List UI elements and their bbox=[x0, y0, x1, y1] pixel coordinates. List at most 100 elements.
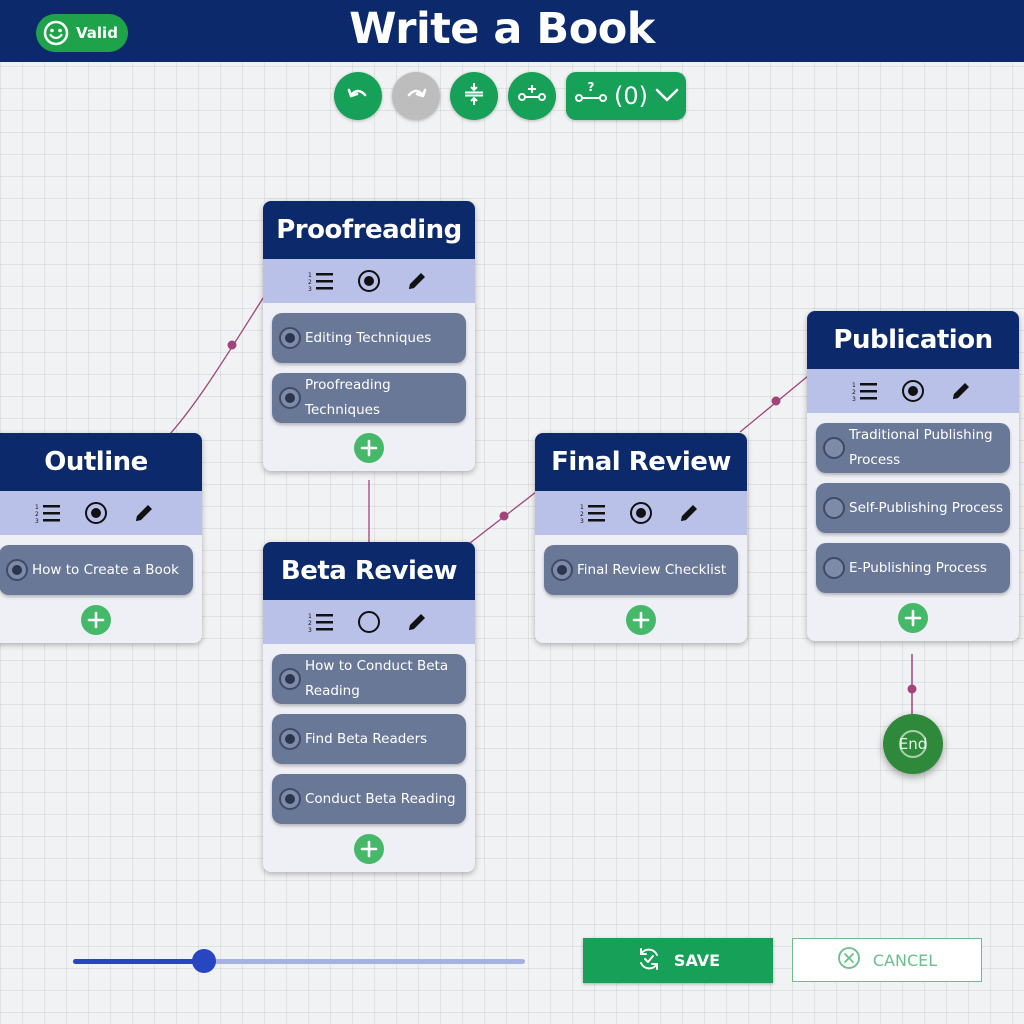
chevron-down-icon bbox=[654, 82, 680, 110]
add-connector-icon bbox=[517, 81, 547, 111]
stage-item[interactable]: How to Conduct Beta Reading bbox=[272, 654, 466, 704]
stage-items: How to Create a Book bbox=[0, 535, 202, 643]
add-item-button[interactable] bbox=[544, 605, 738, 635]
compact-button[interactable] bbox=[450, 72, 498, 120]
plus-icon bbox=[354, 834, 384, 864]
stage-item[interactable]: Proofreading Techniques bbox=[272, 373, 466, 423]
item-radio-icon[interactable] bbox=[279, 387, 301, 409]
stage-item-label: Self-Publishing Process bbox=[849, 499, 1004, 516]
svg-text:2: 2 bbox=[308, 620, 312, 627]
save-label: SAVE bbox=[673, 951, 721, 970]
select-all-radio-icon[interactable] bbox=[900, 378, 926, 404]
stage-item[interactable]: Self-Publishing Process bbox=[816, 483, 1010, 533]
item-radio-icon[interactable] bbox=[823, 557, 845, 579]
item-radio-icon[interactable] bbox=[823, 437, 845, 459]
stage-item[interactable]: Editing Techniques bbox=[272, 313, 466, 363]
smiley-icon bbox=[42, 19, 70, 47]
conditions-count: (0) bbox=[614, 82, 648, 110]
select-all-radio-icon[interactable] bbox=[83, 500, 109, 526]
svg-text:1: 1 bbox=[852, 382, 856, 389]
end-node[interactable]: End bbox=[883, 714, 943, 774]
stage-title[interactable]: Outline bbox=[0, 433, 202, 491]
conditions-dropdown[interactable]: ? (0) bbox=[566, 72, 686, 120]
svg-text:3: 3 bbox=[852, 396, 856, 402]
stage-item-label: Traditional Publishing Process bbox=[849, 427, 993, 468]
add-connection-button[interactable] bbox=[508, 72, 556, 120]
item-radio-icon[interactable] bbox=[551, 559, 573, 581]
stage-item[interactable]: E-Publishing Process bbox=[816, 543, 1010, 593]
conditional-path-icon: ? bbox=[574, 79, 608, 113]
add-item-button[interactable] bbox=[0, 605, 193, 635]
plus-icon bbox=[626, 605, 656, 635]
undo-button[interactable] bbox=[334, 72, 382, 120]
stage-item[interactable]: Conduct Beta Reading bbox=[272, 774, 466, 824]
edit-pencil-icon[interactable] bbox=[676, 500, 702, 526]
stage-title[interactable]: Publication bbox=[807, 311, 1019, 369]
stage-item[interactable]: Find Beta Readers bbox=[272, 714, 466, 764]
cancel-button[interactable]: CANCEL bbox=[792, 938, 982, 982]
save-refresh-icon bbox=[636, 946, 662, 976]
connector-handle bbox=[499, 511, 509, 521]
compress-vertical-icon bbox=[461, 81, 487, 111]
stage-title[interactable]: Proofreading bbox=[263, 201, 475, 259]
add-item-button[interactable] bbox=[816, 603, 1010, 633]
svg-text:3: 3 bbox=[580, 518, 584, 524]
stage-title[interactable]: Final Review bbox=[535, 433, 747, 491]
redo-icon bbox=[403, 81, 429, 111]
select-all-radio-icon[interactable] bbox=[628, 500, 654, 526]
stage-items: Final Review Checklist bbox=[535, 535, 747, 643]
stage-item-label: Find Beta Readers bbox=[305, 730, 428, 747]
svg-text:1: 1 bbox=[580, 504, 584, 511]
item-radio-icon[interactable] bbox=[279, 327, 301, 349]
status-badge: Valid bbox=[36, 14, 128, 52]
select-all-radio-icon[interactable] bbox=[356, 609, 382, 635]
item-radio-icon[interactable] bbox=[823, 497, 845, 519]
stage-item-label: E-Publishing Process bbox=[849, 559, 987, 576]
stage-item-label: How to Create a Book bbox=[32, 561, 179, 578]
stage-item[interactable]: Traditional Publishing Process bbox=[816, 423, 1010, 473]
save-button[interactable]: SAVE bbox=[583, 938, 773, 983]
svg-text:1: 1 bbox=[308, 613, 312, 620]
edit-pencil-icon[interactable] bbox=[404, 268, 430, 294]
item-radio-icon[interactable] bbox=[6, 559, 28, 581]
zoom-slider-thumb[interactable] bbox=[192, 949, 217, 973]
zoom-slider[interactable] bbox=[73, 949, 525, 973]
item-radio-icon[interactable] bbox=[279, 788, 301, 810]
stage-item[interactable]: How to Create a Book bbox=[0, 545, 193, 595]
edit-pencil-icon[interactable] bbox=[948, 378, 974, 404]
stage-title[interactable]: Beta Review bbox=[263, 542, 475, 600]
stage-item-label: Final Review Checklist bbox=[577, 561, 727, 578]
stage-item[interactable]: Final Review Checklist bbox=[544, 545, 738, 595]
item-radio-icon[interactable] bbox=[279, 668, 301, 690]
end-node-label: End bbox=[898, 735, 928, 753]
edit-pencil-icon[interactable] bbox=[131, 500, 157, 526]
stage-item-label: Conduct Beta Reading bbox=[305, 790, 456, 807]
connector-handle bbox=[227, 340, 237, 350]
svg-text:2: 2 bbox=[580, 511, 584, 518]
edit-pencil-icon[interactable] bbox=[404, 609, 430, 635]
add-item-button[interactable] bbox=[272, 433, 466, 463]
plus-icon bbox=[81, 605, 111, 635]
undo-icon bbox=[345, 81, 371, 111]
cancel-circle-x-icon bbox=[837, 946, 861, 974]
add-item-button[interactable] bbox=[272, 834, 466, 864]
redo-button[interactable] bbox=[392, 72, 440, 120]
select-all-radio-icon[interactable] bbox=[356, 268, 382, 294]
plus-icon bbox=[898, 603, 928, 633]
item-radio-icon[interactable] bbox=[279, 728, 301, 750]
